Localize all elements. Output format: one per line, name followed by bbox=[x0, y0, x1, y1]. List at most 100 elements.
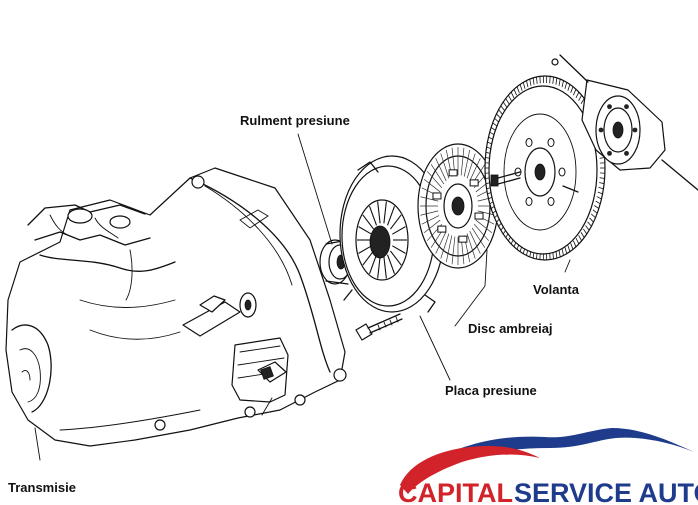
diaphragm-fingers bbox=[357, 201, 407, 279]
diaphragm-finger bbox=[358, 226, 372, 235]
bolt-hole bbox=[547, 138, 555, 148]
gear-tooth bbox=[561, 248, 564, 256]
transmission-housing bbox=[5, 167, 347, 447]
damper-spring bbox=[458, 235, 468, 243]
mounting-bolt bbox=[355, 313, 403, 341]
facing-segment bbox=[423, 178, 441, 193]
disc-facing-texture bbox=[420, 147, 496, 265]
gear-tooth bbox=[578, 235, 582, 242]
gear-tooth bbox=[500, 105, 505, 111]
gear-tooth bbox=[583, 228, 588, 235]
flange-bolt-holes bbox=[598, 104, 638, 156]
logo-word-capital: CAPITAL bbox=[398, 478, 513, 505]
gear-tooth bbox=[529, 78, 532, 86]
facing-segment bbox=[445, 235, 453, 263]
hub-hole bbox=[607, 104, 612, 110]
hub-hole bbox=[607, 150, 612, 156]
flywheel bbox=[484, 75, 606, 261]
facing-segment bbox=[473, 223, 490, 241]
bolt-hole bbox=[525, 138, 533, 148]
facing-segment bbox=[460, 147, 465, 176]
gear-tooth bbox=[498, 109, 503, 115]
gear-tooth bbox=[578, 94, 582, 101]
gear-tooth bbox=[561, 80, 564, 88]
gear-tooth bbox=[597, 191, 603, 195]
gear-tooth bbox=[592, 209, 598, 214]
diaphragm-finger bbox=[383, 256, 387, 279]
hub-hole bbox=[624, 150, 629, 156]
gear-tooth bbox=[567, 245, 571, 252]
facing-segment bbox=[451, 236, 456, 265]
gear-tooth bbox=[594, 205, 600, 209]
gear-tooth bbox=[595, 200, 601, 205]
facing-segment bbox=[420, 196, 439, 202]
facing-segment bbox=[420, 210, 439, 216]
gear-tooth bbox=[516, 86, 520, 93]
gear-tooth bbox=[508, 94, 512, 101]
gear-tooth bbox=[567, 84, 571, 91]
gear-tooth bbox=[513, 89, 517, 96]
gear-tooth bbox=[494, 117, 499, 123]
diaphragm-finger bbox=[386, 254, 396, 274]
damper-springs bbox=[432, 169, 484, 243]
gear-tooth bbox=[591, 213, 596, 219]
diaphragm-finger bbox=[392, 226, 406, 235]
diaphragm-finger bbox=[362, 214, 375, 230]
label-pressure-plate: Placa presiune bbox=[445, 383, 537, 398]
gear-tooth bbox=[536, 76, 538, 84]
gear-tooth bbox=[573, 89, 577, 96]
gear-tooth bbox=[510, 91, 515, 99]
pressure-plate bbox=[339, 155, 445, 313]
gear-tooth bbox=[564, 247, 568, 254]
facing-segment bbox=[421, 215, 440, 225]
diaphragm-finger bbox=[377, 201, 381, 224]
gear-tooth bbox=[575, 91, 580, 99]
gear-tooth bbox=[526, 80, 529, 88]
gear-tooth bbox=[599, 157, 605, 159]
logo-car-swoosh-red bbox=[400, 446, 540, 494]
logo-word-service-auto: SERVICE AUTO bbox=[514, 478, 698, 505]
facing-segment bbox=[426, 171, 443, 189]
label-release-bearing: Rulment presiune bbox=[240, 113, 350, 128]
damper-spring bbox=[448, 169, 458, 177]
gear-tooth bbox=[555, 77, 558, 85]
diaphragm-finger bbox=[368, 206, 378, 226]
facing-segment bbox=[471, 227, 486, 248]
label-flywheel: Volanta bbox=[533, 282, 580, 297]
gear-tooth bbox=[522, 82, 526, 89]
facing-segment bbox=[466, 153, 476, 179]
diaphragm-finger bbox=[358, 245, 372, 254]
gear-tooth bbox=[570, 243, 574, 250]
diaphragm-finger bbox=[377, 256, 381, 279]
bolt-hole bbox=[547, 196, 555, 206]
facing-segment bbox=[435, 158, 447, 182]
facing-segment bbox=[430, 164, 445, 185]
gear-tooth bbox=[558, 250, 561, 258]
gear-tooth bbox=[558, 78, 561, 86]
gear-tooth bbox=[585, 225, 590, 231]
gear-tooth bbox=[555, 251, 558, 259]
facing-segment bbox=[466, 233, 476, 259]
gear-tooth bbox=[552, 252, 554, 260]
damper-spring bbox=[432, 192, 442, 200]
gear-tooth bbox=[580, 98, 585, 104]
crankshaft-flange bbox=[551, 54, 698, 191]
facing-segment bbox=[440, 233, 450, 259]
label-transmission: Transmisie bbox=[8, 480, 76, 495]
gear-tooth bbox=[580, 232, 585, 238]
gear-tooth bbox=[502, 101, 507, 108]
facing-segment bbox=[463, 149, 471, 177]
gear-tooth bbox=[596, 196, 602, 200]
gear-tooth bbox=[496, 113, 501, 119]
gear-tooth bbox=[532, 77, 535, 85]
facing-segment bbox=[435, 230, 447, 254]
diaphragm-finger bbox=[362, 250, 375, 266]
diaphragm-finger bbox=[368, 254, 378, 274]
facing-segment bbox=[423, 219, 441, 234]
release-fork bbox=[182, 292, 289, 416]
gear-tooth bbox=[570, 86, 574, 93]
diaphragm-finger bbox=[389, 250, 402, 266]
hub-hole bbox=[624, 104, 629, 110]
bolt-hole bbox=[525, 196, 533, 206]
capital-service-auto-logo: CAPITAL SERVICE AUTO bbox=[398, 428, 698, 505]
